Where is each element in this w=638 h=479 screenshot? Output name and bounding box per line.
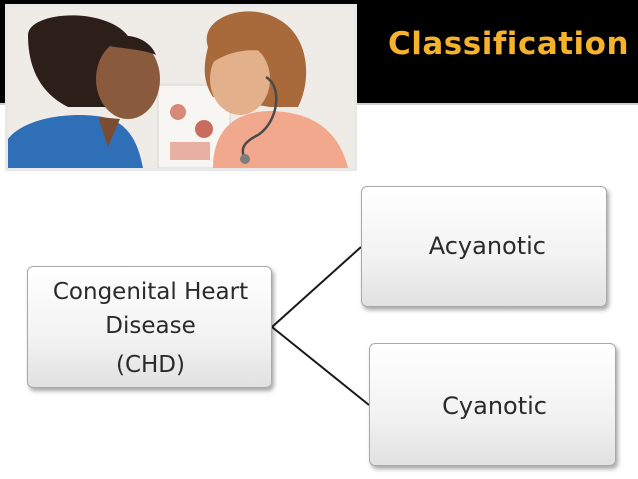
connector-to-acyanotic — [271, 246, 362, 328]
doctor-child-illustration — [8, 7, 354, 168]
node-cyanotic: Cyanotic — [369, 343, 616, 466]
node-root-label: Congenital Heart Disease — [52, 279, 249, 339]
node-acyanotic: Acyanotic — [361, 186, 607, 307]
slide-title: Classification — [388, 26, 630, 62]
node-root-abbreviation: (CHD) — [115, 352, 185, 378]
node-congenital-heart-disease: Congenital Heart Disease (CHD) — [27, 266, 272, 388]
node-acyanotic-label: Acyanotic — [428, 232, 546, 260]
doctor-child-photo — [5, 4, 357, 171]
connector-to-cyanotic — [271, 326, 370, 406]
node-cyanotic-label: Cyanotic — [442, 392, 547, 420]
